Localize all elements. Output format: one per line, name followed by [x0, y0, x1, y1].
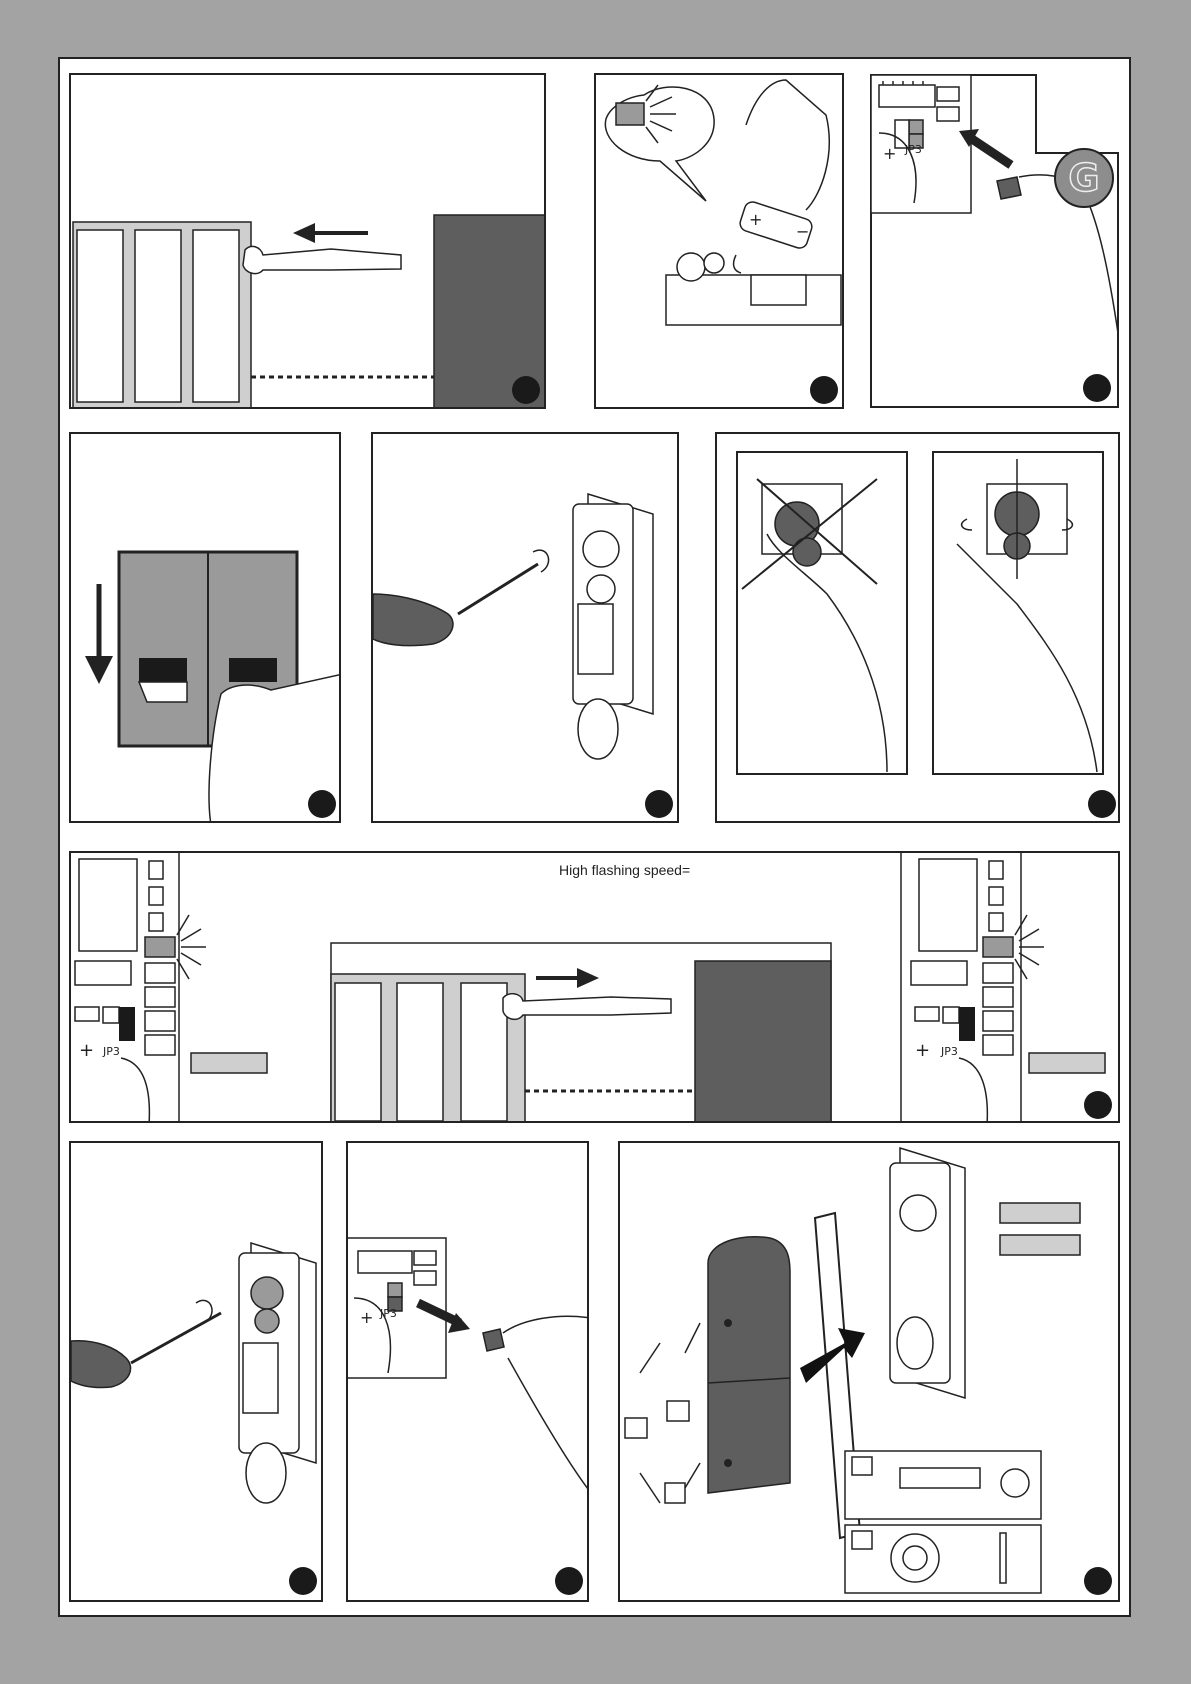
panel-open-photocell [371, 432, 679, 823]
svg-text:+: + [749, 210, 762, 229]
panel-close-photocell [69, 1141, 323, 1602]
screwdriver-close-illustration [71, 1143, 323, 1602]
step-marker [1084, 1091, 1112, 1119]
panel-switch-breaker [69, 432, 341, 823]
lens-adjust-illustration [717, 434, 1120, 823]
step-marker [645, 790, 673, 818]
svg-text:+: + [915, 1040, 930, 1061]
step-marker [810, 376, 838, 404]
battery-insert-illustration: + − [596, 75, 844, 409]
panel-insert-battery: + − [594, 73, 844, 409]
step-marker [1084, 1567, 1112, 1595]
step-marker [1088, 790, 1116, 818]
panel-mount-cover [618, 1141, 1120, 1602]
svg-text:−: − [796, 222, 809, 241]
panel-refit-jumper: + JP3 [346, 1141, 589, 1602]
svg-text:+: + [883, 144, 896, 163]
step-marker [308, 790, 336, 818]
cover-assembly-illustration [620, 1143, 1120, 1602]
jumper-removal-illustration: + JP3 [869, 73, 1120, 409]
screwdriver-illustration [373, 434, 679, 823]
breaker-illustration [71, 434, 341, 823]
step-marker [289, 1567, 317, 1595]
jumper-refit-illustration: + JP3 [348, 1143, 589, 1602]
g-badge: G [1054, 148, 1114, 208]
panel-adjust-lens [715, 432, 1120, 823]
panel-close-gate [69, 73, 546, 409]
jumper-label: JP3 [379, 1307, 397, 1320]
panel-flashing-speed: High flashing speed= + JP3 [69, 851, 1120, 1123]
jumper-label: JP3 [940, 1045, 958, 1058]
step-marker [1083, 374, 1111, 402]
step-marker [555, 1567, 583, 1595]
gate-closing-illustration [71, 75, 546, 409]
step-marker [512, 376, 540, 404]
svg-text:+: + [79, 1040, 94, 1061]
jumper-label: JP3 [904, 143, 922, 156]
svg-text:+: + [360, 1308, 373, 1327]
panel-remove-jumper: + JP3 G [869, 73, 1120, 409]
jumper-label: JP3 [102, 1045, 120, 1058]
gate-opening-illustration: + JP3 + JP3 [71, 853, 1120, 1123]
